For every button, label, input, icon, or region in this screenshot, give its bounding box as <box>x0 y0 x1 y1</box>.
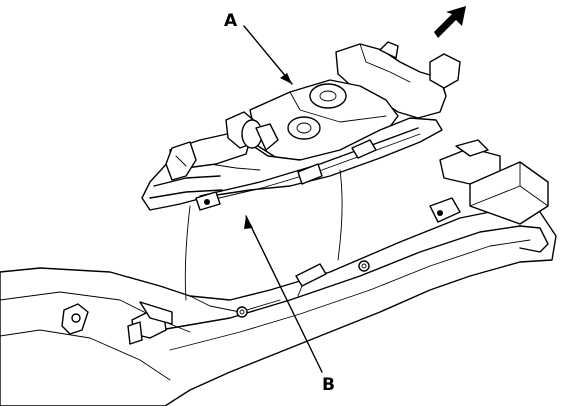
callout-label-b: B <box>322 375 335 395</box>
leader-arrowhead-a <box>280 73 292 84</box>
leader-line-a <box>243 25 293 85</box>
leader-line-b <box>245 215 323 373</box>
actuator-assembly-a <box>141 41 461 301</box>
front-direction-arrow-icon <box>434 6 466 38</box>
lock-cylinder-assembly <box>429 139 549 225</box>
leader-arrowhead-b <box>244 216 253 229</box>
callout-label-a: A <box>224 11 238 31</box>
trunk-lid-panel <box>0 205 557 406</box>
